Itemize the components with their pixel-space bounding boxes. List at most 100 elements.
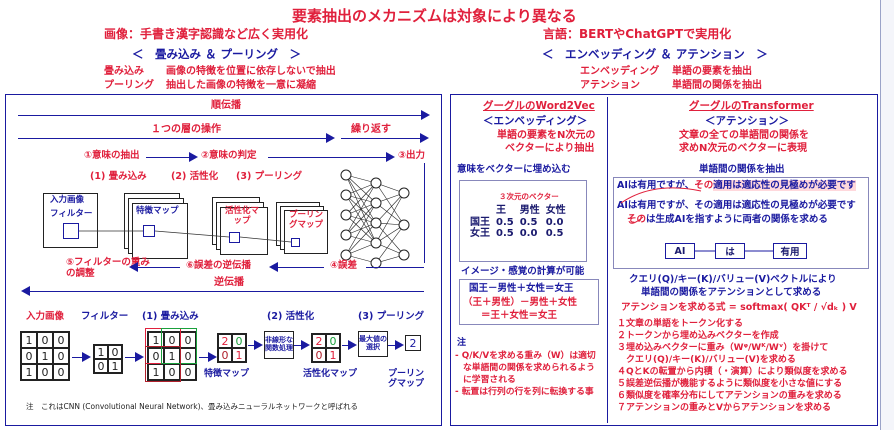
pool-label: (3) プーリング <box>236 171 303 182</box>
ex-arrowhead-2 <box>135 352 144 362</box>
step1-arrowhead <box>189 152 198 162</box>
step3-arrow <box>424 163 425 263</box>
conv-cell: 0 <box>164 364 180 380</box>
tf-step-8: ７アテンションの重みとVからアテンションを求める <box>617 403 831 413</box>
tf-step-3: ３埋め込みベクターに重み（Wᵠ/Wᴷ/Wᵛ）を掛けて <box>617 343 829 353</box>
tf-step-2: ２トークンから埋め込みベクターを作成 <box>617 331 779 341</box>
conv-label: (1) 畳み込み <box>90 171 147 182</box>
w2v-note2: な単語間の関係を求められるよう <box>463 363 595 373</box>
right-heading: 言語：BERTやChatGPTで実用化 <box>543 27 732 41</box>
filter-cell: 0 <box>108 345 122 359</box>
w2v-desc1: 単語の要素をN次元の <box>497 130 596 141</box>
input-cell: 0 <box>53 348 69 364</box>
ex-arrowhead-7 <box>395 340 404 350</box>
tf-desc1: 文章の全ての単語間の関係を <box>679 130 809 141</box>
tf-step-4: クエリ(Q)/キー(K)/バリュー(V)を求める <box>617 355 796 365</box>
feature-cell: 1 <box>232 348 246 362</box>
act-label: (2) 活性化 <box>171 171 219 182</box>
filter-cell: 0 <box>94 359 108 373</box>
one-layer-arrow <box>18 138 328 139</box>
w2v-note3: に学習される <box>463 375 516 385</box>
feature-cell: 0 <box>232 334 246 348</box>
w2v-calc3: ＝王＋女性＝女王 <box>481 310 558 321</box>
activation-square <box>229 232 240 243</box>
ex-filter-label: フィルター <box>81 311 129 322</box>
feature-cell: 2 <box>218 334 232 348</box>
conv-cell: 1 <box>148 364 164 380</box>
right-def2-term: アテンション <box>580 80 640 91</box>
left-def1-text: 画像の特徴を位置に依存しないで抽出 <box>166 66 336 77</box>
ex-activation-label: 活性化マップ <box>303 369 358 379</box>
step3-label: ③出力 <box>398 150 426 161</box>
input-cell: 0 <box>21 348 37 364</box>
step1-arrow <box>146 157 191 158</box>
tf-ex3-post: は生成AIを指すように両者の関係を求める <box>646 214 828 225</box>
left-subheading: ＜ 畳み込み ＆ プーリング ＞ <box>132 47 302 61</box>
filter-cell: 1 <box>94 345 108 359</box>
filter-square <box>63 223 79 239</box>
w2v-sub: ＜エンベッディング＞ <box>483 115 588 127</box>
one-layer-arrowhead <box>326 133 335 143</box>
column-divider <box>607 97 608 423</box>
vec-cell: 0.5 <box>496 216 514 228</box>
w2v-title: グーグルのWord2Vec <box>483 100 595 112</box>
feature-square <box>143 225 155 237</box>
conv-cell: 0 <box>164 332 180 348</box>
tf-qkv1: クエリ(Q)/キー(K)/バリュー(V)ベクトルにより <box>629 274 837 285</box>
tf-qkv2: 単語間の関係をアテンションとして求める <box>641 287 822 298</box>
tf-relation-title: 単語間の関係を抽出 <box>699 164 785 175</box>
activation-cell: 2 <box>312 334 326 348</box>
one-layer-label: １つの層の操作 <box>151 124 221 135</box>
language-panel: グーグルのWord2Vec ＜エンベッディング＞ 単語の要素をN次元の ベクター… <box>450 94 878 426</box>
ex-feature-grid: 2 0 0 1 <box>217 333 247 363</box>
ex-arrow-7 <box>388 345 396 346</box>
tf-title: グーグルのTransformer <box>689 100 814 112</box>
right-subheading: ＜ エンベッディング ＆ アテンション ＞ <box>542 47 768 61</box>
pooling-square <box>291 238 300 247</box>
tf-ex3-pre: その <box>627 214 647 225</box>
step2-arrowhead <box>386 152 395 162</box>
conv-cell: 1 <box>148 332 164 348</box>
input-cell: 1 <box>21 364 37 380</box>
right-def2-text: 単語間の関係を抽出 <box>672 80 762 91</box>
step1-label: ①意味の抽出 <box>84 150 140 161</box>
w2v-note1: - Q/K/Vを求める重み（W）は適切 <box>455 351 596 361</box>
tf-ex3: そのは生成AIを指すように両者の関係を求める <box>627 214 828 226</box>
tf-formula: アテンションを求める式 = softmax( QKᵀ / √dₖ ) V <box>621 302 857 313</box>
ex-arrow-6 <box>342 345 350 346</box>
vec-cell: 0.5 <box>545 228 564 239</box>
ex-conv-grid: 1 0 0 0 1 0 1 0 0 <box>147 331 197 381</box>
ex-arrowhead-6 <box>348 340 357 350</box>
right-def1-term: エンベッディング <box>580 66 660 77</box>
cnn-note: 注 これはCNN (Convolutional Neural Network)、… <box>26 402 359 411</box>
ex-conv-label: (1) 畳み込み <box>142 311 199 322</box>
vec-col: 女性 <box>545 205 566 216</box>
input-cell: 1 <box>21 332 37 348</box>
ex-arrowhead-4 <box>254 340 263 350</box>
left-def2-term: プーリング <box>104 80 154 91</box>
step2-arrow <box>268 157 388 158</box>
input-image-label: 入力画像 <box>50 195 85 205</box>
ex-arrowhead-3 <box>208 352 217 362</box>
tf-step-5: ４QとKの転置から内積（・演算）により類似度を求める <box>617 367 848 377</box>
tf-sub: ＜アテンション＞ <box>705 115 789 127</box>
ex-pool-label: (3) プーリング <box>358 311 425 322</box>
step2-label: ②意味の判定 <box>201 150 257 161</box>
activation-cell: 0 <box>326 334 340 348</box>
left-def1-term: 畳み込み <box>104 66 144 77</box>
pooling-map-label: プーリングマップ <box>288 210 323 230</box>
forward-arrowhead <box>421 110 430 120</box>
ex-arrow-2 <box>125 357 137 358</box>
step6-label: ⑥誤差の逆伝播 <box>186 260 252 271</box>
step4-arrow <box>274 267 324 268</box>
vec-row-label: 国王 <box>470 216 490 228</box>
forward-arrow <box>18 115 423 116</box>
vec-cell: 0.5 <box>496 228 514 239</box>
filter-cell: 1 <box>108 359 122 373</box>
ex-max-box: 最大値の選択 <box>358 331 388 357</box>
backward-label: 逆伝播 <box>214 277 244 288</box>
feature-map-label: 特徴マップ <box>136 206 179 216</box>
repeat-label: 繰り返す <box>351 124 391 135</box>
w2v-desc2: ベクターにより抽出 <box>505 143 595 154</box>
tf-token-ha: は <box>715 243 745 259</box>
